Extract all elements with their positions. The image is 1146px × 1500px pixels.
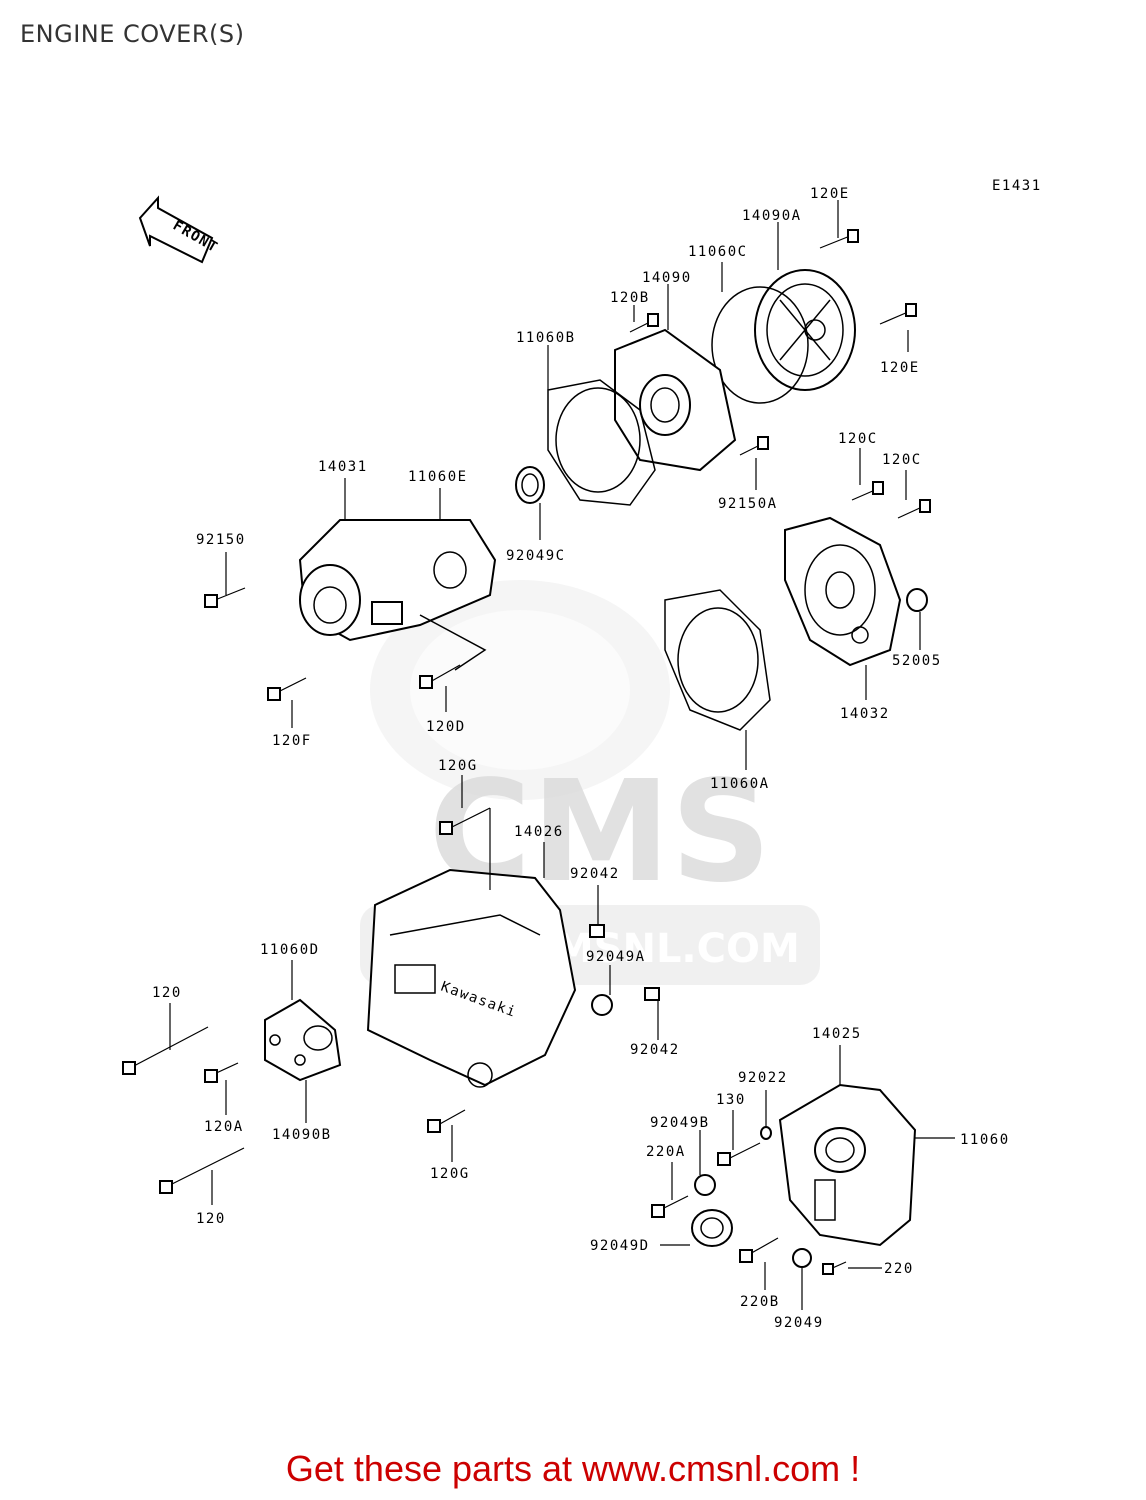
part-92042-b-drawing (644, 987, 660, 1001)
label-14090A: 14090A (742, 208, 802, 224)
label-92150: 92150 (196, 532, 246, 548)
label-14025: 14025 (812, 1026, 862, 1042)
footer-cms-link[interactable]: Get these parts at www.cmsnl.com ! (285, 1448, 861, 1489)
part-11060A-drawing (664, 589, 771, 731)
part-92049D-drawing (691, 1209, 733, 1247)
label-14026: 14026 (514, 824, 564, 840)
label-120G-bottom: 120G (430, 1166, 470, 1182)
part-14031-drawing (298, 519, 497, 642)
label-14090B: 14090B (272, 1127, 332, 1143)
label-14090: 14090 (642, 270, 692, 286)
bolt-92150 (204, 587, 246, 608)
part-11060C-drawing (711, 286, 809, 404)
label-120A: 120A (204, 1119, 244, 1135)
label-220B: 220B (740, 1294, 780, 1310)
bolt-120E-top (819, 229, 859, 249)
label-220: 220 (884, 1261, 914, 1277)
part-14026-drawing: Kawasaki (366, 868, 577, 1088)
bolt-120D (419, 664, 461, 689)
part-14090A-drawing (754, 269, 856, 391)
label-120E-top: 120E (810, 186, 850, 202)
label-92049C: 92049C (506, 548, 566, 564)
label-130: 130 (716, 1092, 746, 1108)
label-120-a: 120 (152, 985, 182, 1001)
label-14032: 14032 (840, 706, 890, 722)
leader-lines (169, 200, 955, 1310)
bolt-120G-bottom (427, 1109, 466, 1133)
label-120F: 120F (272, 733, 312, 749)
label-92150A: 92150A (718, 496, 778, 512)
label-11060B: 11060B (516, 330, 576, 346)
part-14025-drawing (778, 1083, 917, 1247)
part-labels: 120E 14090A 11060C 14090 120B 11060B 120… (152, 186, 1010, 1331)
bolt-120-b (159, 1147, 245, 1194)
front-arrow-icon: FRONT (138, 195, 221, 264)
label-120-b: 120 (196, 1211, 226, 1227)
part-11060B-drawing (547, 379, 656, 506)
label-120C-a: 120C (838, 431, 878, 447)
bolt-120E-right (879, 303, 917, 325)
label-120B: 120B (610, 290, 650, 306)
bolt-120C-b (897, 499, 931, 519)
label-11060: 11060 (960, 1132, 1010, 1148)
part-92049-drawing (792, 1248, 812, 1268)
part-92049C-drawing (515, 466, 545, 504)
label-92042-a: 92042 (570, 866, 620, 882)
label-11060D: 11060D (260, 942, 320, 958)
label-92049: 92049 (774, 1315, 824, 1331)
label-120D: 120D (426, 719, 466, 735)
label-52005: 52005 (892, 653, 942, 669)
page-title: ENGINE COVER(S) (20, 20, 245, 48)
bolt-120C-a (851, 481, 884, 501)
part-11060E-drawing (419, 614, 487, 671)
label-11060E: 11060E (408, 469, 468, 485)
diagram-code: E1431 (992, 178, 1042, 194)
part-52005-drawing (906, 588, 928, 612)
label-11060A: 11060A (710, 776, 770, 792)
bolt-130 (717, 1142, 761, 1166)
bolt-220A (651, 1195, 689, 1218)
bolt-120G-top (439, 807, 491, 835)
part-14090B-drawing (264, 998, 342, 1082)
part-14090-drawing (614, 328, 737, 472)
label-14031: 14031 (318, 459, 368, 475)
label-220A: 220A (646, 1144, 686, 1160)
label-92049D: 92049D (590, 1238, 650, 1254)
bolt-220B (739, 1237, 779, 1263)
label-92022: 92022 (738, 1070, 788, 1086)
exploded-parts-diagram: CMS WWW.CMSNL.COM FRONT E1431 (122, 178, 1042, 1331)
part-92049B-drawing (694, 1174, 716, 1196)
bolt-120-a (122, 1026, 209, 1075)
part-92022-drawing (760, 1126, 772, 1140)
label-120E-right: 120E (880, 360, 920, 376)
part-92049A-drawing (591, 994, 613, 1016)
part-92042-a-drawing (589, 924, 605, 938)
label-11060C: 11060C (688, 244, 748, 260)
bolt-120F (267, 677, 307, 701)
bolt-220 (822, 1261, 847, 1275)
label-120G-top: 120G (438, 758, 478, 774)
label-120C-b: 120C (882, 452, 922, 468)
bolt-92150A (739, 436, 769, 456)
label-92042-b: 92042 (630, 1042, 680, 1058)
part-14032-drawing (784, 516, 902, 667)
bolt-120B (629, 313, 659, 333)
label-92049B: 92049B (650, 1115, 710, 1131)
bolt-120A (204, 1062, 239, 1083)
label-92049A: 92049A (586, 949, 646, 965)
